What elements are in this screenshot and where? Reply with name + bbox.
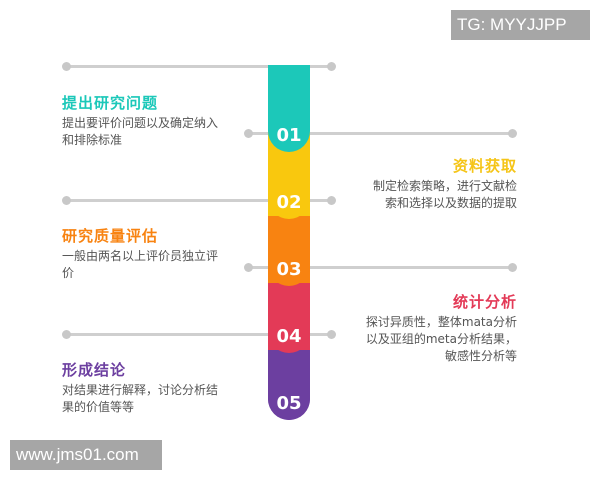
connector-dot [327,196,336,205]
step-description: 探讨异质性，整体mata分析 以及亚组的meta分析结果， 敏感性分析等 [337,314,517,365]
connector-dot [327,62,336,71]
step-04-text: 统计分析 探讨异质性，整体mata分析 以及亚组的meta分析结果， 敏感性分析… [337,292,517,365]
step-title: 资料获取 [452,157,517,175]
step-title: 形成结论 [62,361,127,379]
connector-dot [62,62,71,71]
desc-line: 果的价值等等 [62,400,135,414]
desc-line: 以及亚组的meta分析结果， [365,332,517,346]
connector-line-03-left [248,266,270,269]
connector-line-04-left [66,333,270,336]
connector-dot [62,196,71,205]
desc-line: 和排除标准 [62,133,123,147]
connector-line-03-right [308,266,514,269]
desc-line: 对结果进行解释，讨论分析结 [62,383,219,397]
watermark-bottom-left: www.jms01.com [10,440,162,470]
step-description: 提出要评价问题以及确定纳入 和排除标准 [62,115,262,149]
desc-line: 价 [62,266,75,280]
connector-dot [244,129,253,138]
step-number-05: 05 [268,350,310,420]
desc-line: 敏感性分析等 [444,349,517,363]
step-description: 一般由两名以上评价员独立评 价 [62,248,262,282]
step-05-text: 形成结论 对结果进行解释，讨论分析结 果的价值等等 [62,360,262,416]
process-column: 05 04 03 02 01 [268,65,310,420]
step-description: 制定检索策略，进行文献检 索和选择以及数据的提取 [337,178,517,212]
desc-line: 探讨异质性，整体mata分析 [365,315,517,329]
connector-line-top-right [308,65,332,68]
connector-dot [327,330,336,339]
connector-dot [508,263,517,272]
step-title: 统计分析 [452,293,517,311]
step-number-02: 02 [268,149,310,219]
step-title: 提出研究问题 [62,94,159,112]
desc-line: 一般由两名以上评价员独立评 [62,249,219,263]
connector-line-02-right [308,199,332,202]
connector-dot [508,129,517,138]
desc-line: 索和选择以及数据的提取 [384,196,517,210]
step-description: 对结果进行解释，讨论分析结 果的价值等等 [62,382,262,416]
connector-line-02-left [66,199,270,202]
desc-line: 提出要评价问题以及确定纳入 [62,116,219,130]
connector-line-01-right [308,132,514,135]
step-number-01: 01 [268,65,310,152]
watermark-top-right: TG: MYYJJPP [451,10,590,40]
connector-line-01-left [248,132,270,135]
step-number-03: 03 [268,216,310,286]
step-02-text: 资料获取 制定检索策略，进行文献检 索和选择以及数据的提取 [337,156,517,212]
connector-line-04-right [308,333,332,336]
step-03-text: 研究质量评估 一般由两名以上评价员独立评 价 [62,226,262,282]
connector-line-top-left [66,65,270,68]
step-number-04: 04 [268,283,310,353]
connector-dot [244,263,253,272]
desc-line: 制定检索策略，进行文献检 [372,179,517,193]
connector-dot [62,330,71,339]
step-01-text: 提出研究问题 提出要评价问题以及确定纳入 和排除标准 [62,93,262,149]
step-title: 研究质量评估 [62,227,159,245]
